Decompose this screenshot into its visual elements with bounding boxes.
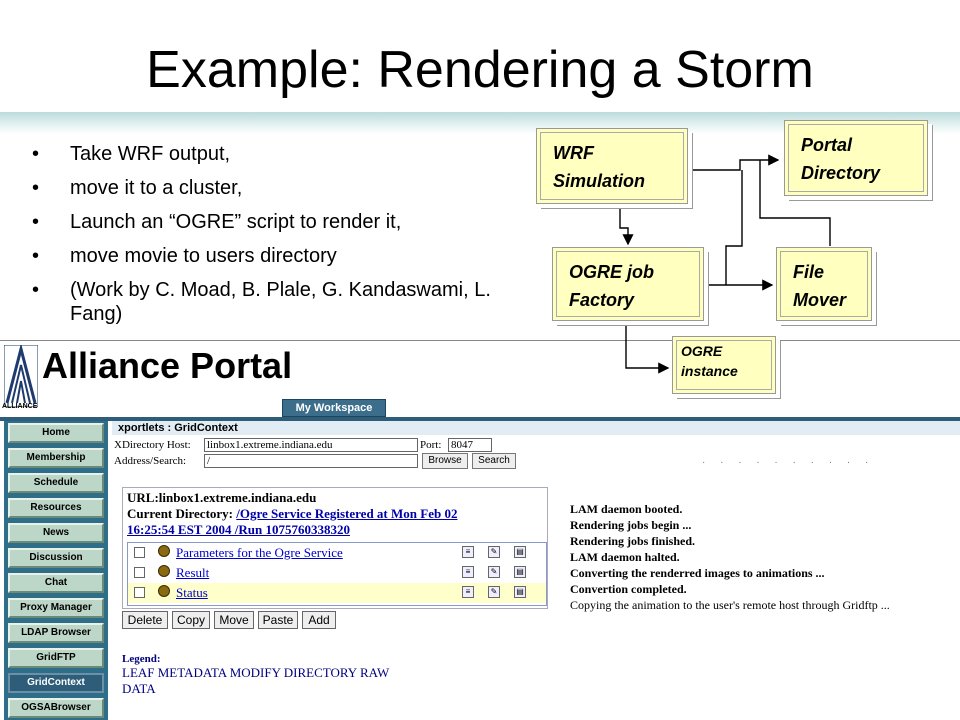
bullet-item: •Launch an “OGRE” script to render it, xyxy=(32,211,402,233)
entry-checkbox[interactable] xyxy=(134,547,145,558)
list-item: Result ≡ ✎ ▤ xyxy=(128,563,546,583)
bullet-dot-icon: • xyxy=(32,245,40,267)
host-input[interactable]: linbox1.extreme.indiana.edu xyxy=(204,438,418,452)
sidebar-item-discussion[interactable]: Discussion xyxy=(8,548,104,568)
raw-data-icon[interactable]: ▤ xyxy=(514,586,526,598)
entry-link[interactable]: Parameters for the Ogre Service xyxy=(176,545,343,560)
panel-title: xportlets : GridContext xyxy=(112,421,960,435)
move-button[interactable]: Move xyxy=(214,611,254,629)
legend-line: LEAF METADATA MODIFY DIRECTORY RAW xyxy=(122,665,390,680)
log-line: Rendering jobs begin ... xyxy=(570,518,692,532)
tab-my-workspace[interactable]: My Workspace xyxy=(282,399,386,417)
raw-data-icon[interactable]: ▤ xyxy=(514,546,526,558)
sidebar-item-gridcontext[interactable]: GridContext xyxy=(8,673,104,693)
current-directory-link[interactable]: /Ogre Service Registered at Mon Feb 02 xyxy=(236,506,458,521)
sidebar-item-ldap-browser[interactable]: LDAP Browser xyxy=(8,623,104,643)
sidebar-item-news[interactable]: News xyxy=(8,523,104,543)
sidebar: Home Membership Schedule Resources News … xyxy=(4,421,108,720)
browse-button[interactable]: Browse xyxy=(422,453,468,469)
raw-data-icon[interactable]: ▤ xyxy=(514,566,526,578)
arrow-wrf-to-portal xyxy=(690,154,780,171)
sidebar-item-home[interactable]: Home xyxy=(8,423,104,443)
log-line: Rendering jobs finished. xyxy=(570,534,696,548)
bullet-dot-icon: • xyxy=(32,177,40,199)
entry-checkbox[interactable] xyxy=(134,587,145,598)
gridcontext-panel: xportlets : GridContext XDirectory Host:… xyxy=(112,421,960,720)
entry-list: Parameters for the Ogre Service ≡ ✎ ▤ Re… xyxy=(127,542,547,606)
entry-checkbox[interactable] xyxy=(134,567,145,578)
log-line: Convertion completed. xyxy=(570,582,687,596)
leaf-icon xyxy=(158,545,170,557)
alliance-logo-icon xyxy=(4,345,38,407)
log-line: Copying the animation to the user's remo… xyxy=(570,598,890,612)
arrow-factory-to-instance xyxy=(625,322,670,374)
sidebar-item-proxy-manager[interactable]: Proxy Manager xyxy=(8,598,104,618)
logo-caption: ALLIANCE xyxy=(2,403,38,410)
copy-button[interactable]: Copy xyxy=(172,611,210,629)
entry-link[interactable]: Result xyxy=(176,565,210,580)
sidebar-item-membership[interactable]: Membership xyxy=(8,448,104,468)
legend-title: Legend: xyxy=(122,653,161,665)
metadata-icon[interactable]: ≡ xyxy=(462,586,474,598)
arrow-mover-to-portal xyxy=(759,160,831,246)
port-input[interactable]: 8047 xyxy=(448,438,492,452)
entry-link[interactable]: Status xyxy=(176,585,208,600)
log-line: Converting the renderred images to anima… xyxy=(570,566,825,580)
separator-dots: · · · · · · · · · · xyxy=(702,457,875,468)
modify-icon[interactable]: ✎ xyxy=(488,566,500,578)
bullet-item: •move it to a cluster, xyxy=(32,177,243,199)
sidebar-item-gridftp[interactable]: GridFTP xyxy=(8,648,104,668)
log-line: LAM daemon booted. xyxy=(570,502,683,516)
bullet-item: •(Work by C. Moad, B. Plale, G. Kandaswa… xyxy=(32,279,491,325)
sidebar-item-ogsabrowser[interactable]: OGSABrowser xyxy=(8,698,104,718)
log-line: LAM daemon halted. xyxy=(570,550,680,564)
metadata-icon[interactable]: ≡ xyxy=(462,566,474,578)
url-line: URL:linbox1.extreme.indiana.edu xyxy=(127,490,317,505)
bullet-list: •Take WRF output, •move it to a cluster,… xyxy=(32,142,532,336)
search-button[interactable]: Search xyxy=(472,453,516,469)
bullet-dot-icon: • xyxy=(32,143,40,165)
legend: Legend: LEAF METADATA MODIFY DIRECTORY R… xyxy=(122,653,389,697)
header-strip xyxy=(0,417,960,421)
address-label: Address/Search: xyxy=(114,455,187,467)
connector-factory-to-portal xyxy=(725,170,743,285)
current-directory: Current Directory: /Ogre Service Registe… xyxy=(127,506,458,537)
modify-icon[interactable]: ✎ xyxy=(488,546,500,558)
portal-title: Alliance Portal xyxy=(42,345,293,386)
host-label: XDirectory Host: xyxy=(114,439,191,451)
portal-screenshot: ALLIANCE Alliance Portal My Workspace Ho… xyxy=(0,340,960,720)
port-label: Port: xyxy=(420,439,442,451)
paste-button[interactable]: Paste xyxy=(258,611,298,629)
bullet-dot-icon: • xyxy=(32,211,40,233)
title-underline-band xyxy=(0,112,960,134)
list-item: Status ≡ ✎ ▤ xyxy=(128,583,546,603)
address-input[interactable]: / xyxy=(204,454,418,468)
legend-line: DATA xyxy=(122,681,156,696)
sidebar-item-schedule[interactable]: Schedule xyxy=(8,473,104,493)
current-directory-link[interactable]: 16:25:54 EST 2004 /Run 1075760338320 xyxy=(127,522,350,537)
metadata-icon[interactable]: ≡ xyxy=(462,546,474,558)
list-item: Parameters for the Ogre Service ≡ ✎ ▤ xyxy=(128,543,546,563)
bullet-item: •move movie to users directory xyxy=(32,245,337,267)
arrow-wrf-to-factory xyxy=(619,205,634,246)
slide-title: Example: Rendering a Storm xyxy=(146,41,814,99)
add-button[interactable]: Add xyxy=(302,611,336,629)
modify-icon[interactable]: ✎ xyxy=(488,586,500,598)
leaf-icon xyxy=(158,585,170,597)
directory-box: URL:linbox1.extreme.indiana.edu Current … xyxy=(122,487,548,609)
bullet-dot-icon: • xyxy=(32,279,40,301)
leaf-icon xyxy=(158,565,170,577)
bullet-item: •Take WRF output, xyxy=(32,143,231,165)
sidebar-item-chat[interactable]: Chat xyxy=(8,573,104,593)
sidebar-item-resources[interactable]: Resources xyxy=(8,498,104,518)
status-log: LAM daemon booted. Rendering jobs begin … xyxy=(570,501,890,613)
delete-button[interactable]: Delete xyxy=(122,611,168,629)
